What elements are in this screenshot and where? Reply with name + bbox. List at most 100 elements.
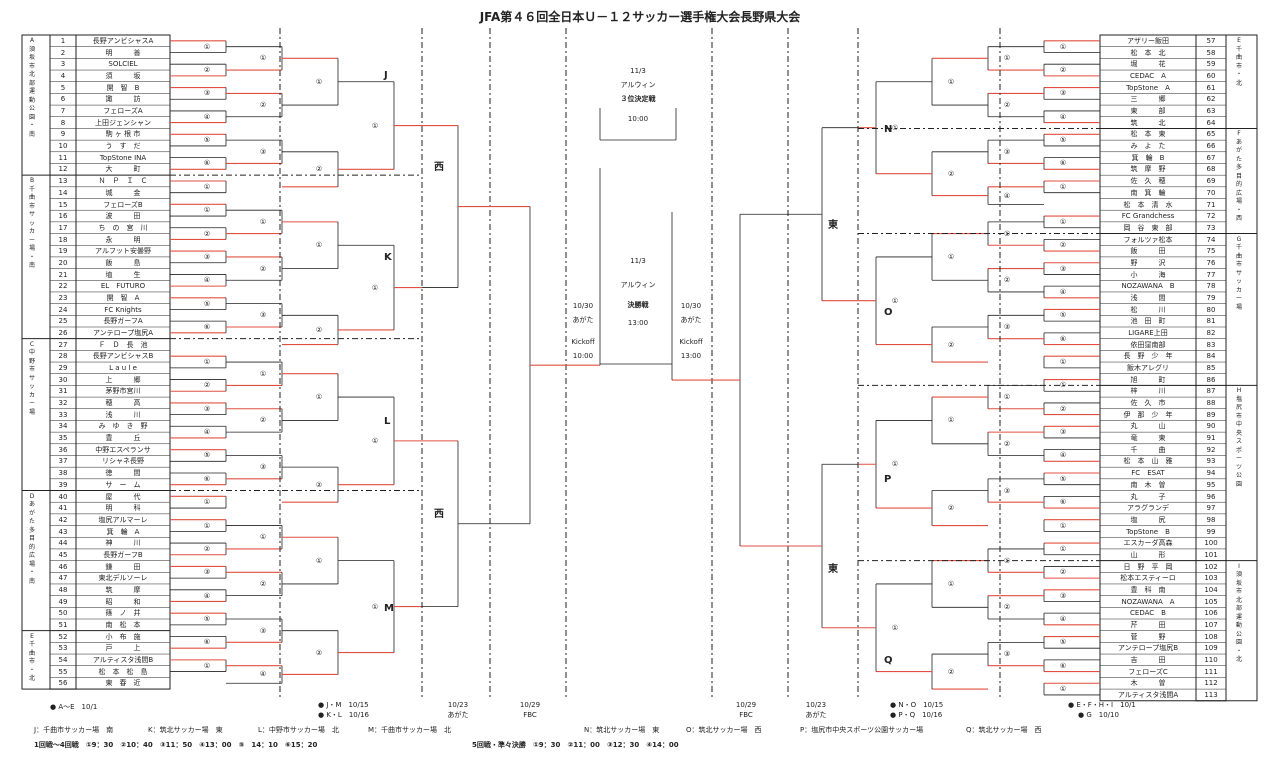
block-letter-l: L: [384, 416, 391, 427]
team-name: 小 布 施: [105, 632, 141, 641]
match-number: ③: [1059, 89, 1067, 98]
team-name: 松 川: [1130, 305, 1166, 314]
final-label: 決勝戦: [627, 301, 649, 309]
match-number: ①: [315, 393, 323, 402]
match-number: ④: [203, 591, 211, 600]
team-number: 7: [60, 107, 66, 116]
match-number: ③: [203, 89, 211, 98]
team-name: 箕 輪 A: [106, 527, 140, 536]
team-number: 9: [60, 130, 66, 139]
match-number: ⑥: [203, 323, 211, 331]
team-name: アルティスタ浅間B: [92, 656, 154, 665]
team-number: 82: [1206, 329, 1216, 337]
east-label-bottom: 東: [828, 564, 838, 575]
match-number: ①: [259, 369, 267, 378]
team-name: 山 形: [1130, 550, 1166, 559]
time-line-right: 5回戦・準々決勝 ①9：30 ②11：00 ③12：30 ④14：00: [472, 741, 679, 749]
team-number: 62: [1206, 95, 1216, 104]
match-number: ⑥: [1059, 334, 1067, 343]
team-number: 37: [58, 457, 68, 466]
match-number: ②: [315, 325, 323, 334]
match-number: ④: [1059, 287, 1067, 296]
team-name: 永 明: [105, 235, 141, 244]
team-name: 岡 谷 東 部: [1123, 223, 1173, 232]
team-number: 89: [1206, 410, 1216, 419]
team-number: 110: [1204, 656, 1218, 665]
third-place-time: 10:00: [627, 115, 649, 123]
team-number: 60: [1206, 72, 1216, 81]
match-number: ③: [1003, 147, 1011, 156]
match-number: ③: [1059, 591, 1067, 600]
venue-p: P：塩尻市中央スポーツ公園サッカー場: [800, 726, 924, 734]
match-number: ①: [891, 123, 899, 132]
match-number: ①: [203, 182, 211, 191]
match-number: ③: [259, 463, 267, 472]
match-number: ①: [947, 579, 955, 588]
team-name: 木 曽: [1130, 679, 1166, 688]
block-letter-o: O: [884, 307, 893, 318]
team-number: 68: [1206, 165, 1216, 174]
team-number: 51: [58, 621, 68, 629]
team-name: 飯 田: [1130, 247, 1166, 256]
team-name: 長野アンビシャスB: [92, 352, 154, 361]
match-number: ②: [947, 340, 955, 349]
match-number: ①: [371, 602, 379, 611]
team-number: 83: [1206, 340, 1216, 349]
match-number: ②: [1059, 568, 1067, 577]
team-name: 旭 町: [1130, 375, 1166, 384]
team-number: 41: [58, 504, 68, 513]
match-number: ④: [1003, 191, 1011, 200]
team-number: 34: [58, 422, 68, 431]
match-number: ①: [371, 436, 379, 445]
team-number: 1: [60, 37, 66, 45]
match-number: ③: [259, 626, 267, 635]
team-number: 20: [58, 258, 68, 267]
team-name: 豊 科 南: [1130, 585, 1166, 594]
team-name: 明 善: [105, 48, 141, 57]
match-number: ⑤: [203, 615, 211, 623]
team-number: 16: [58, 212, 68, 221]
match-number: ①: [259, 54, 267, 63]
team-number: 88: [1206, 399, 1216, 408]
match-number: ②: [203, 66, 211, 75]
team-name: サ ー ム: [105, 480, 141, 489]
team-number: 55: [58, 667, 68, 676]
team-name: 城 金: [105, 188, 141, 197]
team-number: 3: [60, 60, 66, 69]
team-name: アンテロープ塩尻B: [1117, 644, 1179, 653]
team-number: 22: [58, 282, 68, 291]
match-number: ②: [315, 165, 323, 174]
team-number: 101: [1204, 550, 1218, 559]
west-label-bottom: 西: [434, 509, 444, 520]
team-name: 池 田 町: [1130, 317, 1166, 326]
match-number: ③: [1003, 323, 1011, 331]
match-number: ①: [1059, 521, 1067, 530]
team-name: 松本エスティーロ: [1120, 574, 1176, 583]
match-number: ②: [1003, 101, 1011, 110]
team-number: 78: [1206, 282, 1216, 291]
block-letter-p: P: [884, 474, 892, 485]
match-number: ①: [947, 416, 955, 425]
team-number: 73: [1206, 223, 1216, 232]
match-number: ①: [203, 358, 211, 367]
match-number: ⑤: [1059, 638, 1067, 647]
team-name: CEDAC A: [1130, 72, 1166, 81]
team-number: 54: [58, 656, 68, 665]
match-number: ①: [891, 623, 899, 632]
team-number: 108: [1204, 632, 1218, 641]
team-name: 堀 花: [1130, 60, 1166, 69]
team-name: 浅 間: [1130, 293, 1166, 302]
team-number: 63: [1206, 107, 1216, 116]
match-number: ②: [1059, 66, 1067, 75]
date-n-o: ● N・O 10/15: [890, 701, 944, 709]
date-g: ● G 10/10: [1078, 711, 1119, 719]
date-e-f-h-i: ● E・F・H・I 10/1: [1068, 701, 1136, 709]
final-venue: アルウィン: [620, 281, 656, 289]
match-number: ②: [947, 504, 955, 513]
